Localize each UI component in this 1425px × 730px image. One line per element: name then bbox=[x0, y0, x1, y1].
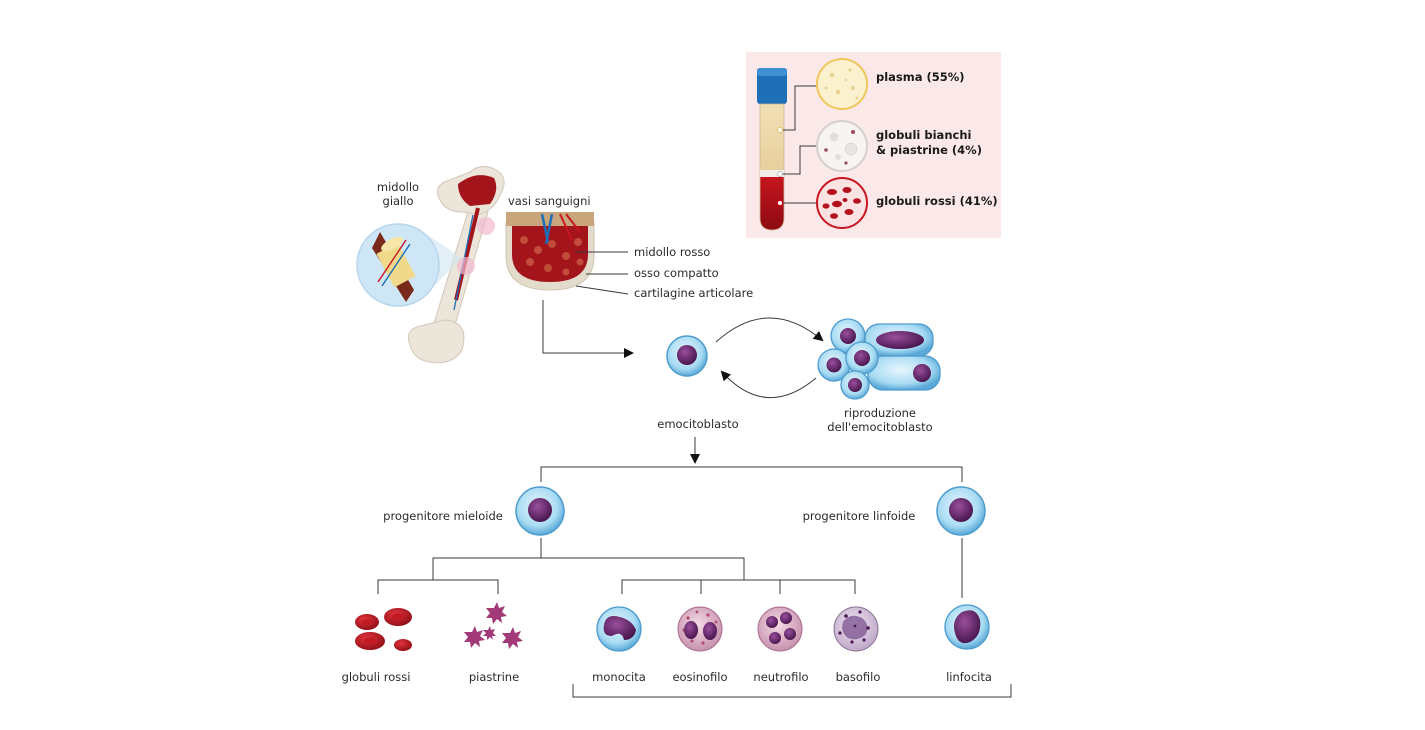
myeloid-progenitor-label: progenitore mieloide bbox=[383, 509, 503, 523]
neutrophil-icon bbox=[757, 606, 803, 652]
red-blood-cells-icon bbox=[355, 608, 412, 651]
hemocytoblast-label: emocitoblasto bbox=[657, 417, 738, 431]
basophil-icon bbox=[833, 606, 879, 652]
myeloid-progenitor-cell bbox=[515, 486, 565, 536]
red-marrow-label: midollo rosso bbox=[634, 245, 710, 259]
cycle-arrow-forward bbox=[715, 317, 824, 343]
yellow-marrow-label-line2: giallo bbox=[383, 194, 414, 208]
lymphocyte-label: linfocita bbox=[946, 670, 992, 684]
red-blood-cells-label: globuli rossi bbox=[342, 670, 411, 684]
blood-vessels-label: vasi sanguigni bbox=[508, 194, 591, 208]
bone-to-stem-arrow bbox=[542, 300, 634, 358]
articular-cartilage-label: cartilagine articolare bbox=[634, 286, 753, 300]
white-cells-label-line1: globuli bianchi bbox=[876, 128, 971, 142]
basophil-label: basofilo bbox=[836, 670, 881, 684]
lymphoid-progenitor-cell bbox=[936, 486, 986, 536]
red-cells-icon bbox=[816, 177, 868, 229]
monocyte-icon bbox=[596, 606, 642, 652]
yellow-marrow-label-line1: midollo bbox=[377, 180, 419, 194]
hemocytoblast-reproduction-cluster bbox=[817, 318, 941, 400]
lymphocyte-icon bbox=[944, 604, 990, 650]
bone-cross-section bbox=[505, 212, 595, 291]
yellow-marrow-magnifier bbox=[356, 223, 462, 307]
red-cells-label: globuli rossi (41%) bbox=[876, 194, 998, 208]
platelets-label: piastrine bbox=[469, 670, 519, 684]
eosinophil-icon bbox=[677, 606, 723, 652]
lymphoid-progenitor-label: progenitore linfoide bbox=[803, 509, 916, 523]
reproduction-label-line1: riproduzione bbox=[844, 406, 916, 420]
neutrophil-label: neutrofilo bbox=[753, 670, 808, 684]
progenitor-branch-lines bbox=[540, 466, 963, 482]
platelets-icon bbox=[464, 602, 523, 649]
myeloid-tree-lines bbox=[377, 538, 856, 594]
plasma-label: plasma (55%) bbox=[876, 70, 965, 84]
monocyte-label: monocita bbox=[592, 670, 646, 684]
panel-background bbox=[746, 52, 1001, 238]
eosinophil-label: eosinofilo bbox=[672, 670, 727, 684]
hemocytoblast-cell bbox=[666, 335, 708, 377]
blood-composition-panel: plasma (55%) globuli bianchi & piastrine… bbox=[746, 52, 1001, 238]
white-cells-bracket bbox=[572, 684, 1012, 698]
cycle-arrow-back bbox=[720, 370, 817, 399]
test-tube-icon bbox=[757, 68, 787, 231]
femur-bone-illustration bbox=[407, 166, 505, 364]
white-cells-label-line2: & piastrine (4%) bbox=[876, 143, 982, 157]
plasma-icon bbox=[816, 58, 868, 110]
white-cells-platelets-icon bbox=[816, 120, 868, 172]
reproduction-label-line2: dell'emocitoblasto bbox=[827, 420, 932, 434]
compact-bone-label: osso compatto bbox=[634, 266, 719, 280]
